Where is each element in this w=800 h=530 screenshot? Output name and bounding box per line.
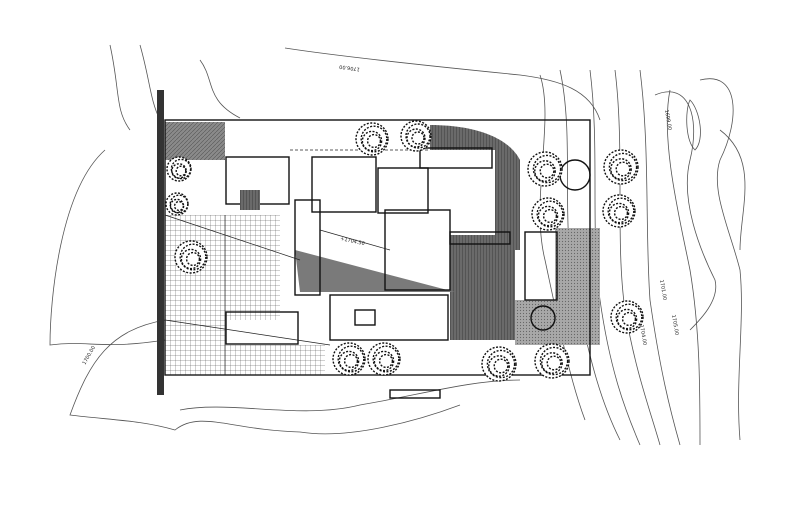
terrain-contours bbox=[49, 44, 746, 446]
contour-label: 1705.00 bbox=[670, 314, 680, 335]
tree-symbol bbox=[534, 343, 570, 379]
tree-symbol bbox=[400, 120, 432, 152]
tree-symbol bbox=[367, 342, 401, 376]
tree-symbol bbox=[174, 240, 208, 274]
tree-symbol bbox=[166, 156, 192, 182]
level-label: +1704.50 bbox=[340, 236, 366, 247]
tree-symbol bbox=[603, 149, 639, 185]
contour-label: 1701.00 bbox=[658, 279, 668, 300]
contour-label: 1706.00 bbox=[339, 63, 360, 72]
tree-symbol bbox=[355, 122, 389, 156]
tree-symbol bbox=[332, 342, 366, 376]
contour-label: 1704.00 bbox=[638, 324, 648, 345]
paved-areas bbox=[165, 122, 600, 375]
tree-symbol bbox=[531, 197, 565, 231]
contour-label: 1699.00 bbox=[663, 109, 673, 130]
tree-symbol bbox=[481, 346, 517, 382]
tree-symbol bbox=[610, 300, 644, 334]
building-outline bbox=[157, 90, 591, 399]
tree-symbol bbox=[602, 194, 636, 228]
trees bbox=[165, 120, 644, 382]
tree-symbol bbox=[527, 151, 563, 187]
tree-symbol bbox=[165, 192, 189, 216]
